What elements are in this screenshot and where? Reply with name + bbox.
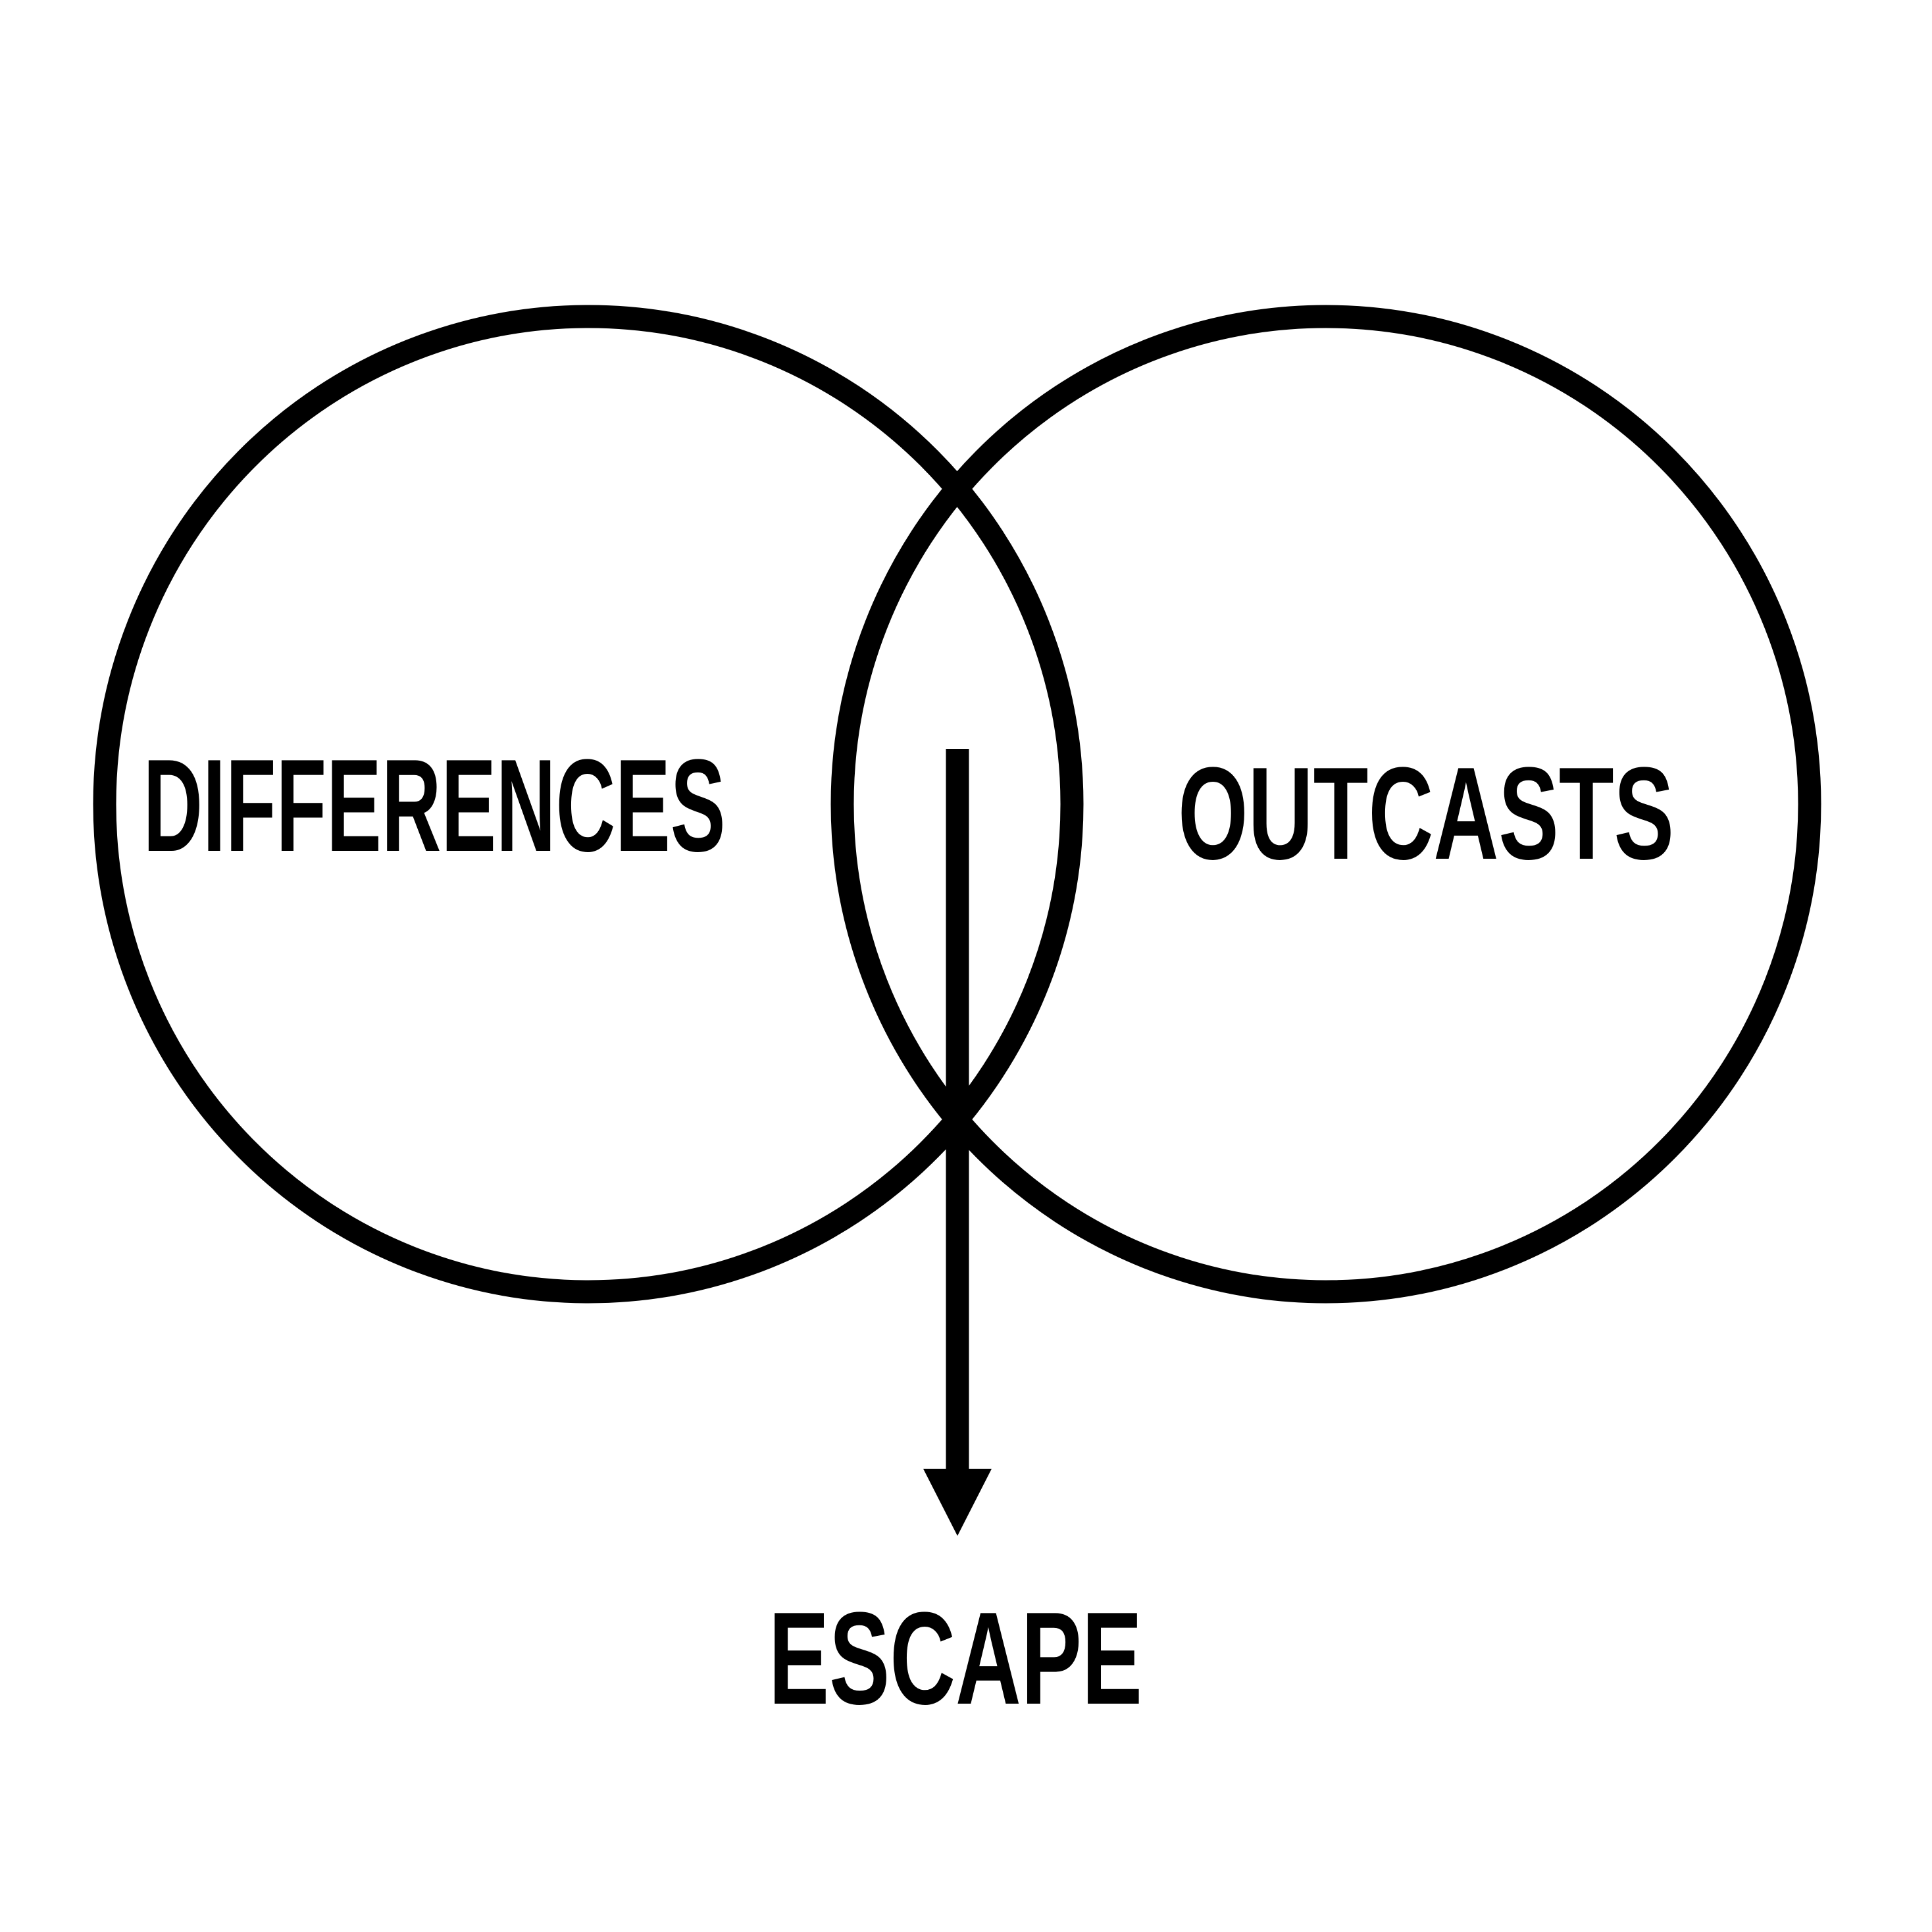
arrow-head xyxy=(923,1469,992,1536)
result-label: ESCAPE xyxy=(769,1585,1142,1732)
right-circle-label: OUTCASTS xyxy=(1178,740,1674,887)
left-circle xyxy=(93,305,1084,1304)
right-circle xyxy=(830,305,1821,1304)
left-circle-label: DIFFERENCES xyxy=(143,732,726,879)
